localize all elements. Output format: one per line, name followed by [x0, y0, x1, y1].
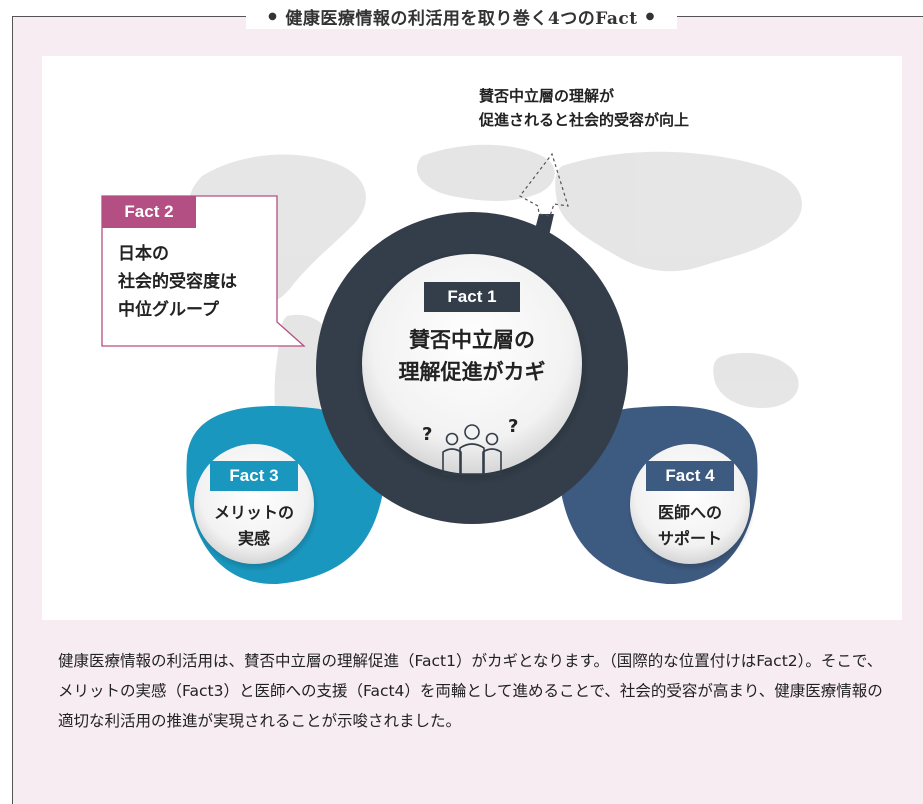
fact4-label-bg	[646, 461, 734, 491]
fact-diagram: 賛否中立層の理解が 促進されると社会的受容が向上 Fact 2 日本の 社会的受…	[42, 56, 902, 620]
people-group-icon	[442, 424, 502, 475]
top-callout: 賛否中立層の理解が 促進されると社会的受容が向上	[479, 84, 689, 132]
fact3-label-bg	[210, 461, 298, 491]
diagram-graphics	[101, 144, 802, 585]
fact1-label: Fact 1	[447, 287, 497, 306]
page-title-text: 健康医療情報の利活用を取り巻く4つのFact	[285, 9, 638, 29]
caption-text: 健康医療情報の利活用は、賛否中立層の理解促進（Fact1）がカギとなります。（国…	[58, 652, 883, 730]
fact2-label-bg	[102, 196, 196, 228]
fact3-text: メリットの 実感	[194, 500, 314, 552]
fact2-line2: 社会的受容度は	[118, 272, 237, 292]
fact3-label: Fact 3	[229, 466, 279, 485]
fact2-line1: 日本の	[118, 244, 169, 264]
fact4-label: Fact 4	[665, 466, 715, 485]
fact2-text: 日本の 社会的受容度は 中位グループ	[118, 240, 237, 324]
fact1-label-bg	[424, 282, 520, 312]
top-callout-line1: 賛否中立層の理解が	[479, 87, 615, 105]
fact2-label: Fact 2	[124, 202, 174, 221]
fact3-line2: 実感	[237, 529, 270, 548]
fact1-line1: 賛否中立層の	[409, 328, 535, 352]
fact1-line2: 理解促進がカギ	[398, 360, 546, 384]
fact1-text: 賛否中立層の 理解促進がカギ	[372, 324, 572, 388]
fact4-text: 医師への サポート	[630, 500, 750, 552]
question-mark-left: ?	[422, 424, 433, 445]
title-bar: ● 健康医療情報の利活用を取り巻く4つのFact ●	[0, 0, 923, 34]
fact4-line2: サポート	[657, 529, 722, 548]
fact1-inner-circle	[362, 254, 582, 474]
bullet-icon: ●	[645, 11, 655, 22]
top-callout-line2: 促進されると社会的受容が向上	[479, 111, 690, 129]
page-title: ● 健康医療情報の利活用を取り巻く4つのFact ●	[246, 4, 677, 29]
fact4-line1: 医師への	[657, 503, 722, 522]
fact2-line3: 中位グループ	[118, 300, 219, 320]
question-mark-right: ?	[508, 416, 519, 437]
fact2-callout-box	[101, 195, 306, 347]
bullet-icon: ●	[268, 11, 278, 22]
fact3-line1: メリットの	[213, 503, 294, 522]
